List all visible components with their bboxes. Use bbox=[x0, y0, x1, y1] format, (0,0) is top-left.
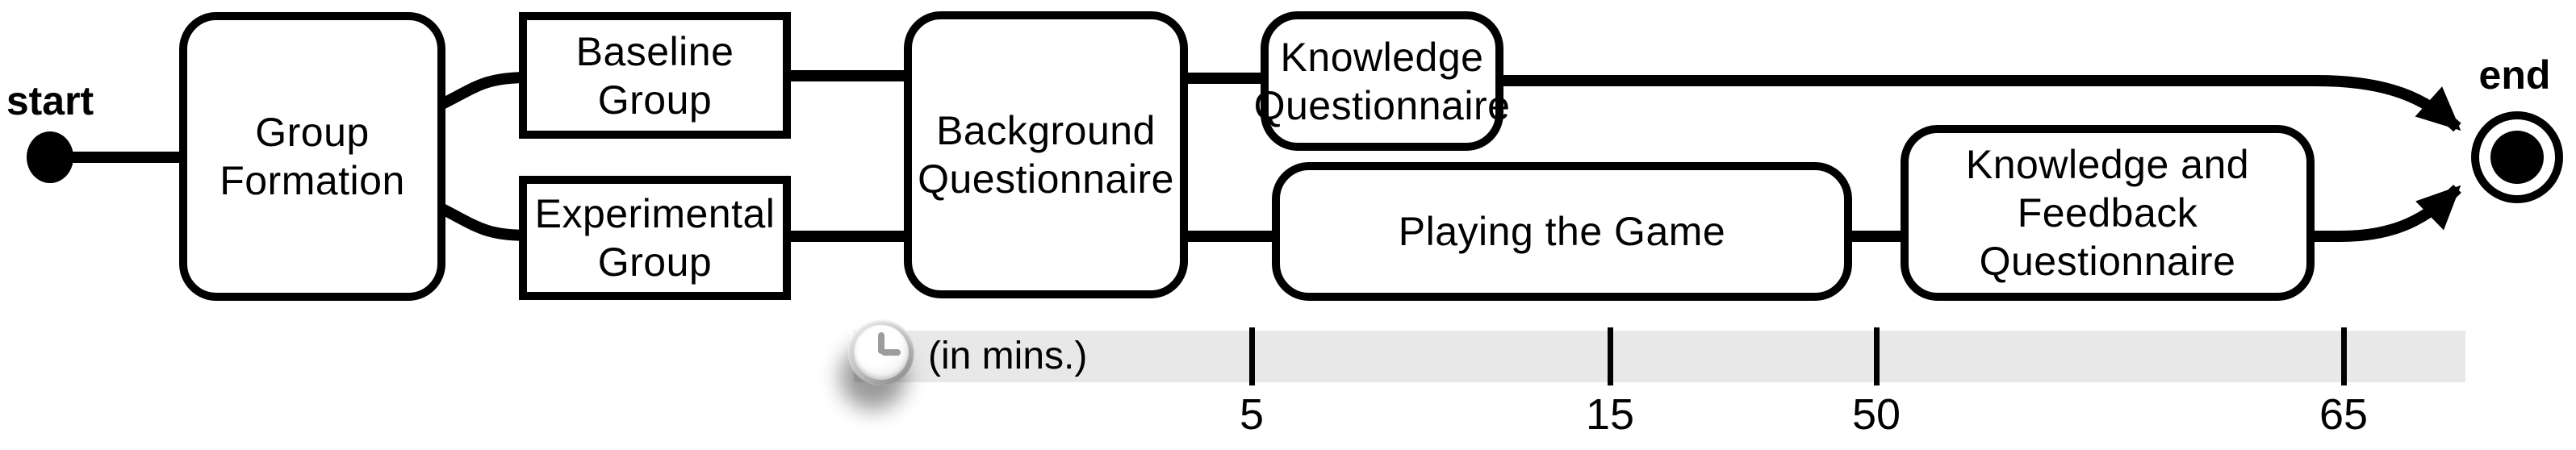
start-state-circle bbox=[27, 131, 73, 183]
start-label: start bbox=[6, 78, 94, 123]
timeline-tick-label-50: 50 bbox=[1851, 390, 1901, 439]
edge-group-formation-to-baseline bbox=[437, 72, 529, 110]
timeline-bar bbox=[854, 331, 2465, 382]
node-background-questionnaire: Background Questionnaire bbox=[904, 11, 1188, 298]
end-state-inner-circle bbox=[2490, 131, 2544, 184]
timeline-tick-15 bbox=[1608, 327, 1613, 385]
node-experimental-group: Experimental Group bbox=[519, 176, 791, 300]
timeline-tick-label-65: 65 bbox=[2319, 390, 2369, 439]
timeline-tick-65 bbox=[2341, 327, 2347, 385]
clock-icon bbox=[848, 319, 914, 385]
timeline-unit-label: (in mins.) bbox=[928, 335, 1088, 377]
node-playing-the-game: Playing the Game bbox=[1272, 162, 1852, 301]
node-group-formation: Group Formation bbox=[179, 12, 445, 301]
edge-group-formation-to-experimental bbox=[437, 202, 529, 241]
node-knowledge-questionnaire: Knowledge Questionnaire bbox=[1254, 11, 1510, 151]
timeline-tick-label-15: 15 bbox=[1585, 390, 1635, 439]
edge-knowledge-questionnaire-to-end bbox=[1501, 75, 2461, 132]
node-knowledge-feedback-questionnaire: Knowledge and Feedback Questionnaire bbox=[1901, 125, 2315, 301]
timeline-tick-50 bbox=[1874, 327, 1880, 385]
clock-minute-hand bbox=[881, 349, 901, 356]
timeline-tick-label-5: 5 bbox=[1239, 390, 1265, 439]
end-label: end bbox=[2478, 52, 2551, 98]
node-baseline-group: Baseline Group bbox=[519, 12, 791, 139]
timeline-tick-5 bbox=[1249, 327, 1255, 385]
edge-knowledge-feedback-to-end bbox=[2310, 184, 2461, 242]
clock-hour-hand bbox=[878, 332, 884, 354]
clock-face bbox=[854, 325, 909, 380]
